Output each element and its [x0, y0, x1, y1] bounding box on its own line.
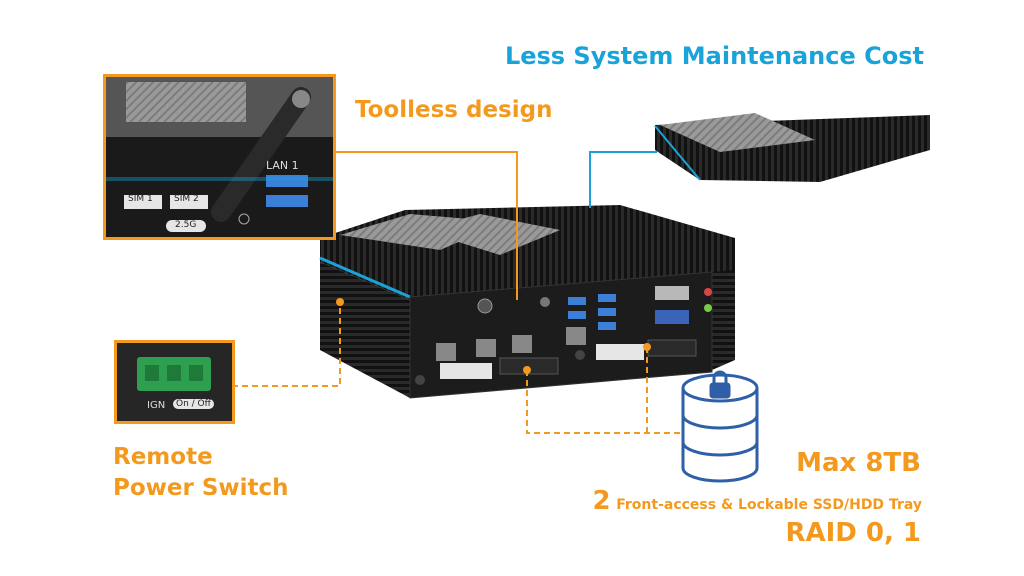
remote-line1: Remote	[113, 444, 213, 470]
tray-description: Front-access & Lockable SSD/HDD Tray	[616, 497, 922, 513]
toolless-closeup	[106, 77, 333, 237]
lan1-label: LAN 1	[266, 159, 299, 172]
tray-label: 2 Front-access & Lockable SSD/HDD Tray	[593, 486, 922, 516]
database-lock-icon	[681, 370, 759, 483]
lid-connector	[589, 151, 657, 208]
remote-power-switch-label: Remote Power Switch	[113, 442, 289, 504]
raid-label: RAID 0, 1	[785, 518, 921, 548]
remote-line2: Power Switch	[113, 475, 289, 501]
headline: Less System Maintenance Cost	[504, 42, 924, 70]
lan25-label: 2.5G	[175, 220, 197, 230]
ign-connector	[232, 298, 344, 387]
ign-closeup	[117, 343, 232, 421]
toolless-connector	[330, 151, 518, 300]
toolless-design-label: Toolless design	[355, 97, 553, 123]
max-capacity-label: Max 8TB	[796, 448, 921, 478]
ign-switch-label: On / Off	[173, 399, 214, 409]
tray-count: 2	[592, 486, 611, 516]
removable-lid	[654, 113, 930, 182]
toolless-inset: SIM 1 SIM 2 2.5G LAN 1	[103, 74, 336, 240]
chassis	[319, 205, 735, 399]
ign-label: IGN	[147, 400, 166, 411]
tray-connector	[523, 343, 680, 434]
ign-inset: IGN On / Off	[114, 340, 235, 424]
sim2-label: SIM 2	[174, 194, 199, 204]
sim1-label: SIM 1	[128, 194, 153, 204]
